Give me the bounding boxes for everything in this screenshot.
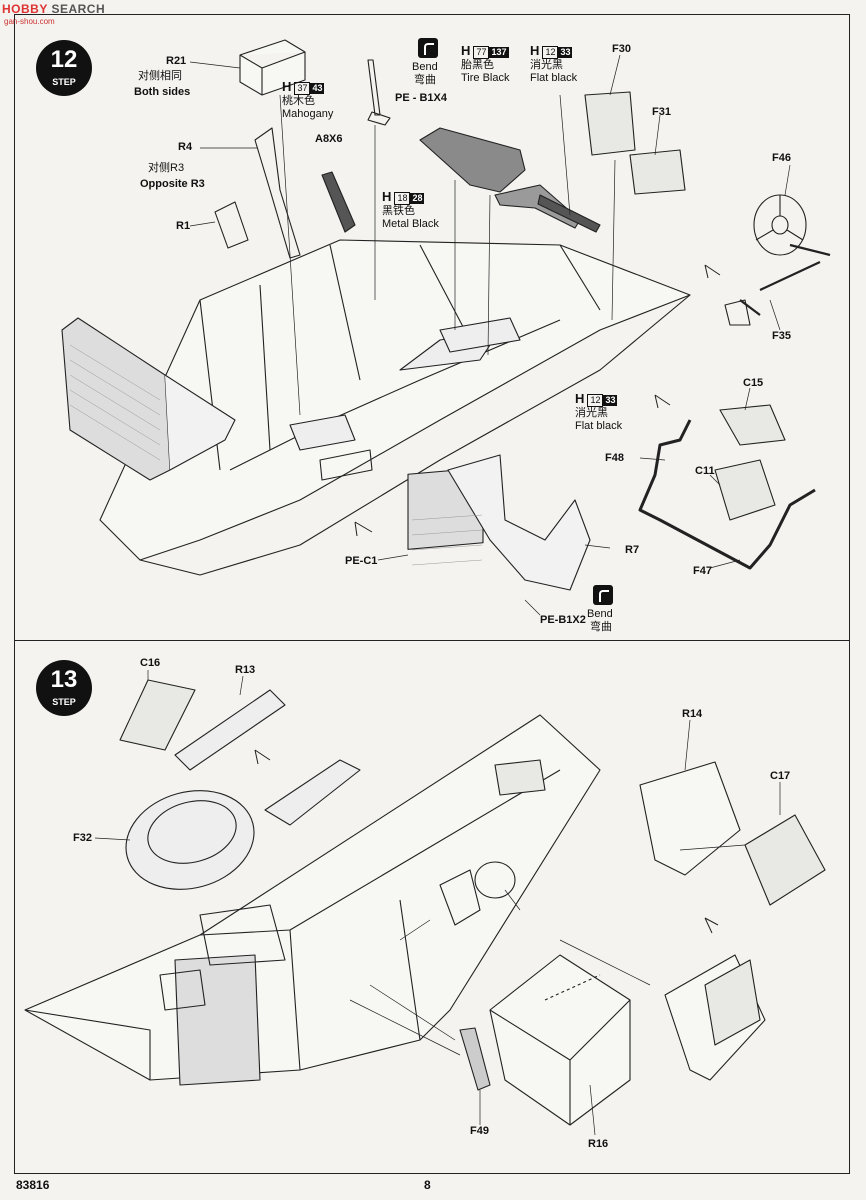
paint-flat-mid-en: Flat black	[575, 420, 623, 432]
label-r1: R1	[176, 220, 191, 232]
footer-page-number: 8	[424, 1178, 431, 1192]
part-r4	[254, 127, 301, 259]
paint-metal-cn: 黑铁色	[382, 205, 415, 217]
label-r4: R4	[178, 141, 193, 153]
part-a8	[321, 171, 356, 233]
note-bend-en-2: Bend	[587, 608, 613, 620]
hull-interior	[99, 239, 691, 561]
paint-mahogany-code2: 43	[310, 83, 325, 94]
part-r1	[214, 201, 249, 249]
label-r13: R13	[235, 664, 256, 676]
label-r7: R7	[625, 544, 640, 556]
part-r21	[239, 39, 306, 96]
label-f35: F35	[772, 330, 791, 342]
step-divider	[14, 640, 850, 641]
label-f46: F46	[772, 152, 791, 164]
note-bend-cn: 弯曲	[414, 74, 436, 86]
label-c11: C11	[695, 465, 715, 477]
paint-mahogany-h: H	[282, 79, 292, 94]
paint-flat-mid-h: H	[575, 391, 585, 406]
page-frame	[14, 14, 850, 1174]
label-f48: F48	[605, 452, 624, 464]
paint-tire-h: H	[461, 43, 471, 58]
spare-tire	[125, 790, 255, 890]
label-r16: R16	[588, 1138, 609, 1150]
paint-flat-top-en: Flat black	[530, 72, 578, 84]
label-f31: F31	[652, 106, 671, 118]
watermark-brand-a: HOBBY	[2, 2, 48, 16]
step-13-label: STEP	[52, 697, 76, 707]
label-c15: C15	[743, 377, 764, 389]
paint-flat-top-code2: 33	[558, 47, 573, 58]
label-f30: F30	[612, 43, 631, 55]
paint-tire-cn: 胎黑色	[461, 59, 494, 71]
paint-flat-top-cn: 消光黑	[530, 59, 563, 71]
paint-flat-top-code: 12	[542, 46, 559, 59]
paint-mahogany-en: Mahogany	[282, 108, 334, 120]
label-r21: R21	[166, 55, 187, 67]
paint-tire-en: Tire Black	[461, 72, 510, 84]
label-c16: C16	[140, 657, 161, 669]
paint-metal-en: Metal Black	[382, 218, 439, 230]
paint-metal-code2: 28	[410, 193, 425, 204]
paint-flat-top-h: H	[530, 43, 540, 58]
step-12-number: 12	[50, 46, 78, 73]
paint-tire-code: 77	[473, 46, 490, 59]
tire-black-seat	[419, 127, 526, 193]
label-r14: R14	[682, 708, 703, 720]
part-r14	[639, 761, 741, 876]
step-12-label: STEP	[52, 77, 76, 87]
bend-icon	[418, 38, 438, 58]
grille-lower	[174, 954, 261, 1086]
label-pe-c1: PE-C1	[345, 555, 378, 567]
label-pe-b1x4: PE - B1X4	[395, 92, 447, 104]
paint-flat-mid-code2: 33	[603, 395, 618, 406]
paint-mahogany-code: 37	[294, 82, 311, 95]
paint-tire-code2: 137	[489, 47, 509, 58]
part-f49	[459, 1027, 491, 1091]
note-bend-en: Bend	[412, 61, 438, 73]
step-12-badge: 12 STEP	[36, 40, 92, 96]
paint-flat-mid-code: 12	[587, 394, 604, 407]
part-f31	[629, 149, 686, 195]
step-13-badge: 13 STEP	[36, 660, 92, 716]
part-f30	[584, 91, 636, 156]
step-13-number: 13	[50, 666, 78, 693]
note-both-sides-en: Both sides	[134, 86, 191, 98]
label-f49: F49	[470, 1125, 489, 1137]
label-f32: F32	[73, 832, 92, 844]
note-both-sides-cn: 对侧相同	[138, 70, 182, 82]
paint-mahogany-cn: 桃木色	[282, 95, 315, 107]
note-opposite-en: Opposite R3	[140, 178, 205, 190]
part-r16	[489, 954, 631, 1126]
paint-metal-h: H	[382, 189, 392, 204]
paint-flat-mid-cn: 消光黑	[575, 407, 608, 419]
front-grille	[61, 317, 171, 481]
footer-code: 83816	[16, 1178, 50, 1192]
bend-icon-2	[593, 585, 613, 605]
label-pe-b1x2: PE-B1X2	[540, 614, 586, 626]
note-bend-cn-2: 弯曲	[590, 621, 612, 633]
watermark-url: gan-shou.com	[4, 17, 55, 26]
watermark-brand-b: SEARCH	[51, 2, 106, 16]
watermark: HOBBY SEARCH	[2, 2, 105, 16]
pipe-f48	[638, 419, 816, 570]
label-f47: F47	[693, 565, 712, 577]
label-c17: C17	[770, 770, 791, 782]
note-opposite-cn: 对侧R3	[148, 162, 185, 174]
label-a8x6: A8X6	[315, 133, 343, 145]
paint-metal-code: 18	[394, 192, 411, 205]
